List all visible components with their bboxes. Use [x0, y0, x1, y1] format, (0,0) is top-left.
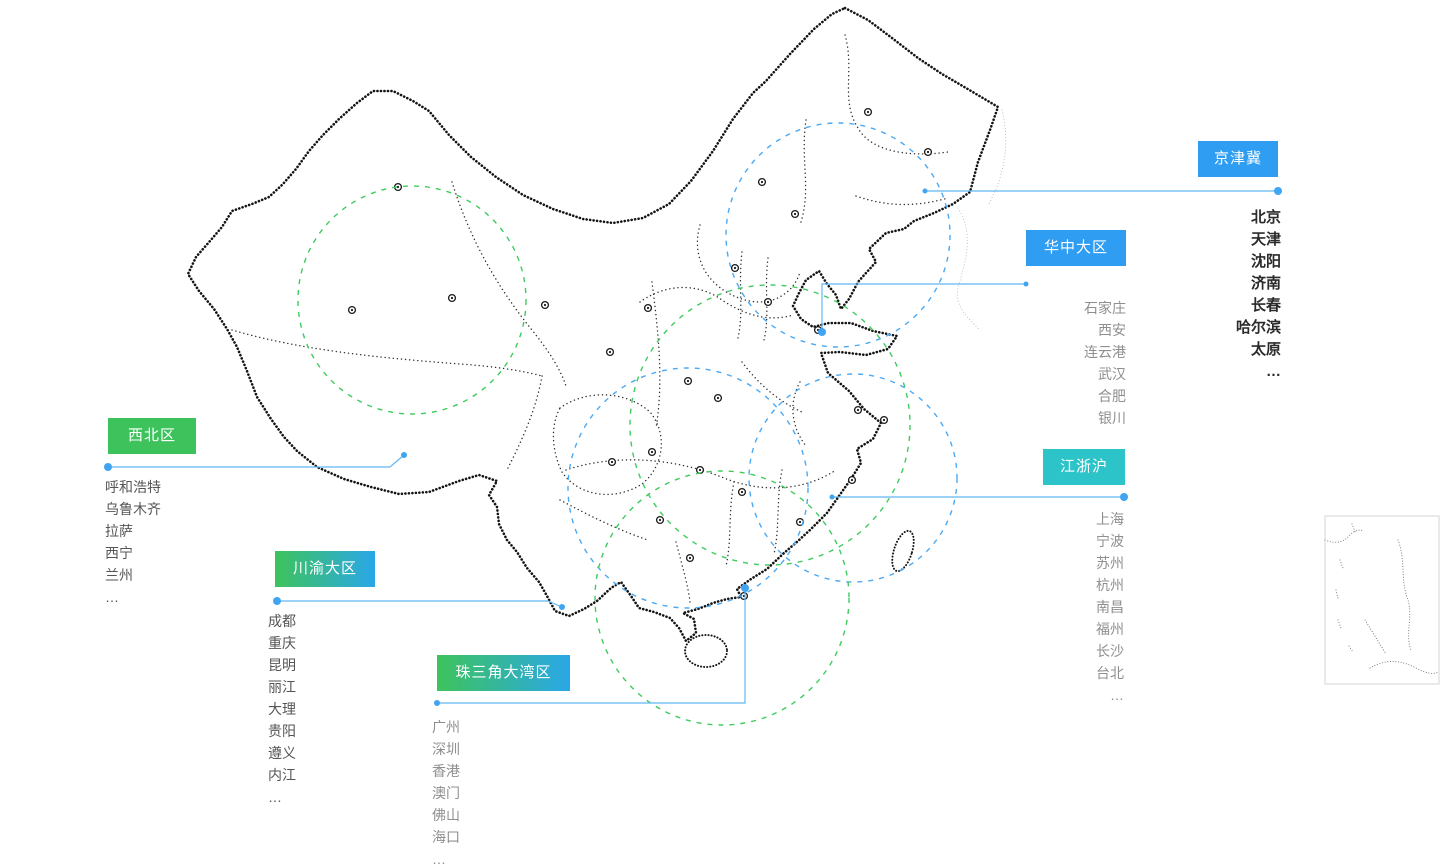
- city-marker: [923, 147, 933, 157]
- city-item: …: [105, 589, 119, 605]
- city-marker: [447, 293, 457, 303]
- city-list-jingjinji: 北京天津沈阳济南长春哈尔滨太原 …: [1236, 207, 1281, 383]
- region-circle-xibei: [297, 185, 527, 415]
- city-item: 丽江: [268, 679, 296, 695]
- region-label-chuanyu[interactable]: 川渝大区: [275, 551, 375, 587]
- connector-chuanyu: [277, 600, 563, 608]
- region-circle-zhusanjiao: [594, 470, 850, 726]
- city-item: …: [432, 851, 446, 867]
- city-marker: [647, 447, 657, 457]
- city-item: 宁波: [1096, 533, 1124, 549]
- city-item: 遵义: [268, 745, 296, 761]
- city-item: 北京: [1250, 209, 1281, 226]
- city-marker: [790, 209, 800, 219]
- city-marker: [540, 300, 550, 310]
- city-item: 海口: [432, 829, 460, 845]
- city-item: 石家庄: [1084, 300, 1126, 316]
- region-label-zhusanjiao[interactable]: 珠三角大湾区: [437, 655, 570, 691]
- city-item: …: [1266, 363, 1281, 380]
- city-item: 昆明: [268, 657, 296, 673]
- islands: [684, 529, 915, 668]
- city-marker: [347, 305, 357, 315]
- region-circle-huazhong: [629, 284, 911, 566]
- city-marker: [737, 487, 747, 497]
- city-item: 乌鲁木齐: [105, 501, 161, 517]
- neighbor-coastlines: [956, 109, 1007, 331]
- region-label-jiangzhehu[interactable]: 江浙沪: [1043, 449, 1125, 485]
- city-item: 西安: [1098, 322, 1126, 338]
- city-item: 台北: [1096, 665, 1124, 681]
- city-item: 成都: [268, 613, 296, 629]
- region-label-xibei[interactable]: 西北区: [108, 418, 196, 454]
- city-item: 济南: [1250, 275, 1281, 292]
- city-item: 苏州: [1096, 555, 1124, 571]
- city-item: 深圳: [432, 741, 460, 757]
- city-marker: [605, 347, 615, 357]
- city-item: 沈阳: [1250, 253, 1281, 270]
- city-marker: [683, 376, 693, 386]
- hainan-island: [684, 634, 728, 668]
- region-label-jingjinji[interactable]: 京津冀: [1198, 141, 1278, 177]
- region-label-huazhong[interactable]: 华中大区: [1026, 230, 1126, 266]
- city-item: 重庆: [268, 635, 296, 651]
- city-marker: [863, 107, 873, 117]
- city-item: 呼和浩特: [105, 479, 161, 495]
- region-circles: [297, 122, 958, 726]
- city-item: …: [1110, 687, 1124, 703]
- city-item: 西宁: [105, 545, 133, 561]
- city-item: 银川: [1098, 410, 1126, 426]
- city-list-zhusanjiao: 广州深圳香港澳门佛山海口 …: [432, 716, 460, 868]
- city-marker: [730, 263, 740, 273]
- city-item: 太原: [1250, 341, 1281, 358]
- connector-zhusanjiao: [437, 589, 746, 704]
- city-markers: [347, 107, 933, 601]
- city-list-xibei: 呼和浩特乌鲁木齐拉萨西宁兰州 …: [105, 476, 161, 608]
- city-item: 广州: [432, 719, 460, 735]
- city-item: 合肥: [1098, 388, 1126, 404]
- region-circle-jingjinji: [725, 122, 951, 348]
- region-circle-jiangzhehu: [748, 373, 958, 583]
- city-marker: [655, 515, 665, 525]
- city-marker: [757, 177, 767, 187]
- city-list-chuanyu: 成都重庆昆明丽江大理贵阳遵义内江 …: [268, 610, 296, 808]
- city-item: 福州: [1096, 621, 1124, 637]
- city-item: 哈尔滨: [1235, 319, 1281, 336]
- city-item: 拉萨: [105, 523, 133, 539]
- city-marker: [713, 393, 723, 403]
- city-list-jiangzhehu: 上海宁波苏州杭州南昌福州长沙台北 …: [1096, 508, 1124, 706]
- city-marker: [763, 297, 773, 307]
- city-item: 长沙: [1096, 643, 1124, 659]
- city-item: 贵阳: [268, 723, 296, 739]
- city-marker: [607, 457, 617, 467]
- city-marker: [643, 303, 653, 313]
- connector-xibei: [108, 454, 405, 468]
- china-outline: [186, 6, 1000, 643]
- city-item: 连云港: [1084, 344, 1126, 360]
- city-item: 内江: [268, 767, 296, 783]
- city-item: 杭州: [1096, 577, 1124, 593]
- city-item: 长春: [1250, 297, 1281, 314]
- city-item: …: [268, 789, 282, 805]
- city-item: 兰州: [105, 567, 133, 583]
- city-item: 天津: [1250, 231, 1281, 248]
- city-item: 香港: [432, 763, 460, 779]
- city-item: 澳门: [432, 785, 460, 801]
- city-marker: [853, 405, 863, 415]
- city-item: 佛山: [432, 807, 460, 823]
- region-circle-chuanyu: [567, 367, 809, 609]
- taiwan-island: [891, 529, 915, 573]
- connector-huazhong: [821, 283, 1026, 331]
- city-item: 上海: [1096, 511, 1124, 527]
- city-item: 南昌: [1096, 599, 1124, 615]
- city-marker: [879, 415, 889, 425]
- city-list-huazhong: 石家庄西安连云港武汉合肥银川: [1084, 297, 1126, 429]
- city-item: 大理: [268, 701, 296, 717]
- city-marker: [685, 553, 695, 563]
- connector-lines: [104, 187, 1282, 706]
- south-china-sea-inset: [1324, 515, 1440, 685]
- city-item: 武汉: [1098, 366, 1126, 382]
- city-marker: [847, 475, 857, 485]
